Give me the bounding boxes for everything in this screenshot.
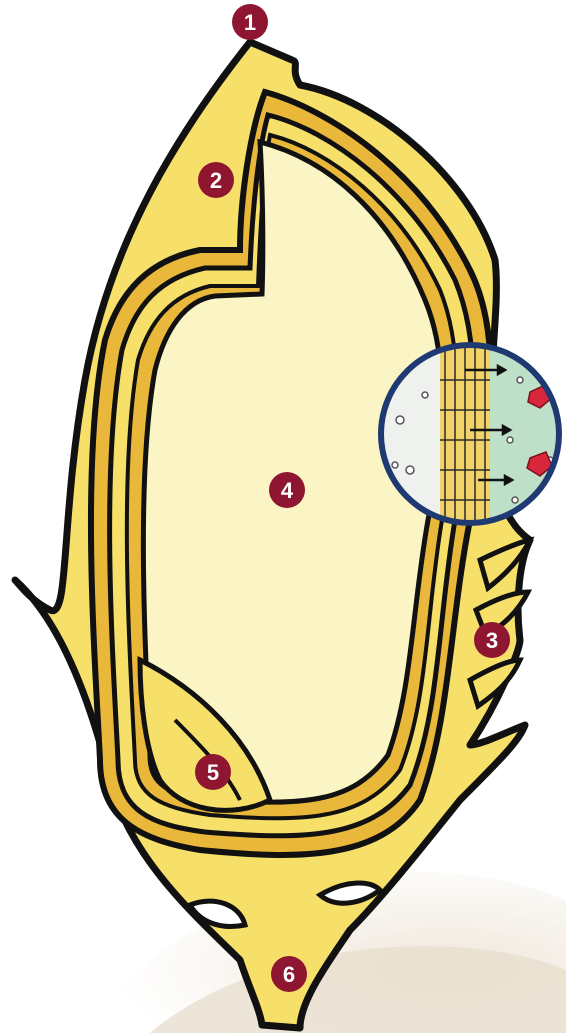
label-2-text: 2: [210, 168, 222, 193]
label-badge-1: 1: [232, 4, 268, 40]
label-badge-6: 6: [271, 956, 307, 992]
label-badge-5: 5: [195, 754, 231, 790]
label-6-text: 6: [283, 962, 295, 987]
label-4-text: 4: [281, 478, 294, 503]
magnified-inset: [380, 344, 565, 524]
label-badge-3: 3: [474, 622, 510, 658]
label-1-text: 1: [244, 10, 256, 35]
label-badge-2: 2: [198, 162, 234, 198]
label-5-text: 5: [207, 760, 219, 785]
label-3-text: 3: [486, 628, 498, 653]
label-badge-4: 4: [269, 472, 305, 508]
